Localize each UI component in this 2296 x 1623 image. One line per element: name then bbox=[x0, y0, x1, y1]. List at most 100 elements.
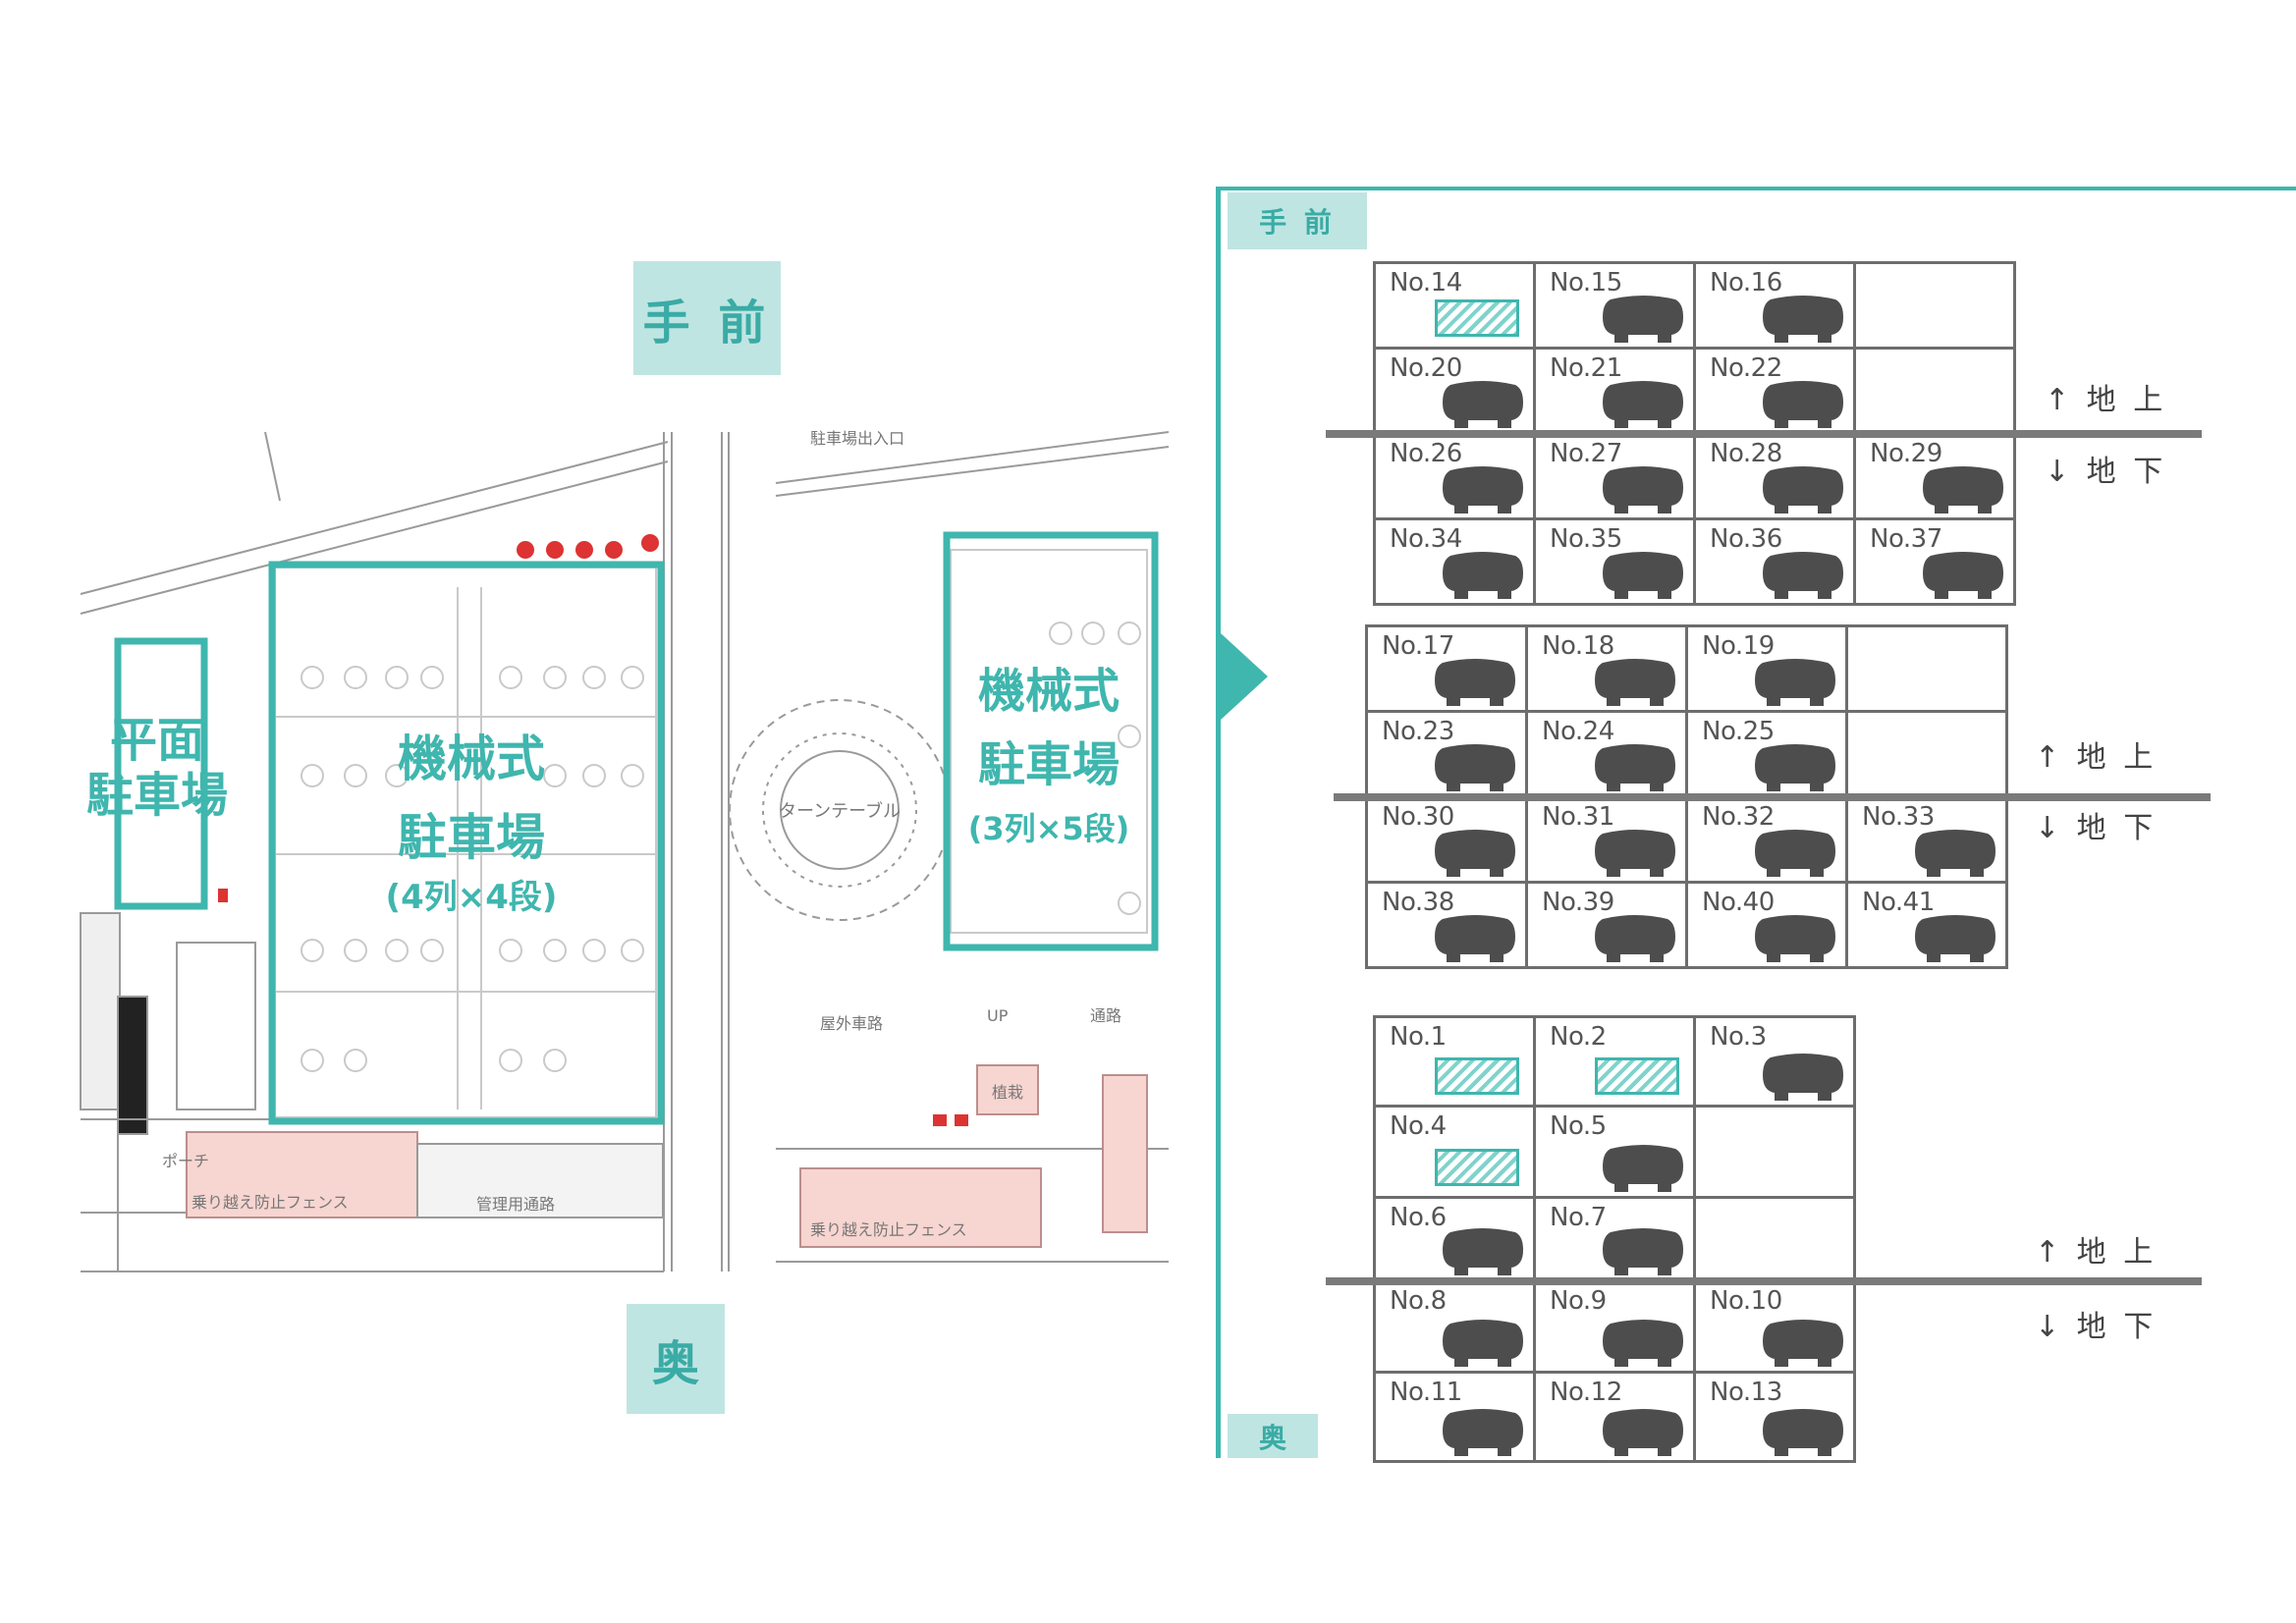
parking-space[interactable]: No.1 bbox=[1373, 1015, 1536, 1108]
mech-b-sub: 駐車場 bbox=[978, 737, 1120, 792]
space-number: No.3 bbox=[1710, 1022, 1767, 1052]
mech-parking-a-slots bbox=[301, 666, 644, 1072]
planting-label: 植栽 bbox=[992, 1083, 1023, 1102]
plan-left-drawing bbox=[80, 431, 673, 1272]
car-icon bbox=[1763, 381, 1843, 428]
parking-space[interactable]: No.3 bbox=[1693, 1015, 1856, 1108]
parking-space[interactable]: No.25 bbox=[1685, 710, 1848, 798]
parking-space[interactable]: No.22 bbox=[1693, 347, 1856, 435]
mech-b-title: 機械式 bbox=[978, 664, 1120, 719]
parking-space[interactable]: No.19 bbox=[1685, 624, 1848, 713]
parking-space[interactable]: No.35 bbox=[1533, 517, 1696, 606]
parking-space[interactable]: No.2 bbox=[1533, 1015, 1696, 1108]
space-number: No.39 bbox=[1542, 888, 1614, 917]
car-icon bbox=[1923, 552, 2003, 599]
parking-space[interactable]: No.20 bbox=[1373, 347, 1536, 435]
parking-row: No.30 No.31 No.32 No.33 bbox=[1365, 795, 2008, 884]
empty-cell bbox=[1853, 347, 2016, 435]
space-number: No.21 bbox=[1550, 353, 1622, 383]
empty-cell bbox=[1845, 624, 2008, 713]
space-number: No.33 bbox=[1862, 802, 1935, 832]
mech-a-size: (4列×4段) bbox=[386, 878, 558, 917]
parking-space[interactable]: No.31 bbox=[1525, 795, 1688, 884]
parking-space[interactable]: No.11 bbox=[1373, 1371, 1536, 1463]
planting-dots bbox=[517, 534, 659, 559]
parking-space[interactable]: No.10 bbox=[1693, 1279, 1856, 1374]
space-number: No.35 bbox=[1550, 524, 1622, 554]
car-icon bbox=[1603, 466, 1683, 514]
space-number: No.19 bbox=[1702, 631, 1775, 661]
ground-level-line bbox=[1326, 430, 2202, 438]
space-number: No.5 bbox=[1550, 1111, 1607, 1141]
space-number: No.22 bbox=[1710, 353, 1782, 383]
car-icon bbox=[1603, 552, 1683, 599]
car-icon bbox=[1755, 659, 1835, 706]
below-ground-label: ↓ 地 下 bbox=[2035, 1310, 2158, 1344]
car-icon bbox=[1755, 744, 1835, 791]
parking-row: No.20 No.21 No.22 bbox=[1373, 347, 2016, 435]
parking-space[interactable]: No.24 bbox=[1525, 710, 1688, 798]
parking-space[interactable]: No.30 bbox=[1365, 795, 1528, 884]
parking-space[interactable]: No.33 bbox=[1845, 795, 2008, 884]
parking-space[interactable]: No.26 bbox=[1373, 432, 1536, 520]
parking-space[interactable]: No.15 bbox=[1533, 261, 1696, 350]
parking-space[interactable]: No.16 bbox=[1693, 261, 1856, 350]
parking-space[interactable]: No.23 bbox=[1365, 710, 1528, 798]
parking-space[interactable]: No.7 bbox=[1533, 1196, 1696, 1282]
space-number: No.26 bbox=[1390, 439, 1462, 468]
parking-space[interactable]: No.17 bbox=[1365, 624, 1528, 713]
parking-space[interactable]: No.36 bbox=[1693, 517, 1856, 606]
car-icon bbox=[1435, 830, 1515, 877]
parking-row: No.17 No.18 No.19 bbox=[1365, 624, 2008, 713]
parking-space[interactable]: No.40 bbox=[1685, 881, 1848, 969]
space-number: No.18 bbox=[1542, 631, 1614, 661]
parking-space[interactable]: No.37 bbox=[1853, 517, 2016, 606]
car-icon bbox=[1595, 915, 1675, 962]
parking-space[interactable]: No.6 bbox=[1373, 1196, 1536, 1282]
parking-space[interactable]: No.9 bbox=[1533, 1279, 1696, 1374]
car-icon bbox=[1603, 1228, 1683, 1275]
above-ground-label: ↑ 地 上 bbox=[2035, 1235, 2158, 1270]
fence-label-a: 乗り越え防止フェンス bbox=[191, 1193, 349, 1212]
parking-space[interactable]: No.27 bbox=[1533, 432, 1696, 520]
porch-label: ポーチ bbox=[162, 1152, 209, 1170]
parking-space[interactable]: No.14 bbox=[1373, 261, 1536, 350]
space-number: No.40 bbox=[1702, 888, 1775, 917]
parking-space[interactable]: No.8 bbox=[1373, 1279, 1536, 1374]
space-number: No.4 bbox=[1390, 1111, 1447, 1141]
parking-space[interactable]: No.21 bbox=[1533, 347, 1696, 435]
ground-level-line bbox=[1334, 793, 2211, 801]
below-ground-label: ↓ 地 下 bbox=[2035, 811, 2158, 845]
parking-space[interactable]: No.41 bbox=[1845, 881, 2008, 969]
car-icon bbox=[1923, 466, 2003, 514]
space-number: No.15 bbox=[1550, 268, 1622, 298]
car-icon bbox=[1755, 915, 1835, 962]
space-number: No.32 bbox=[1702, 802, 1775, 832]
back-label-left: 奥 bbox=[627, 1304, 725, 1414]
mech-a-title: 機械式 bbox=[398, 730, 545, 787]
parking-space[interactable]: No.28 bbox=[1693, 432, 1856, 520]
parking-space[interactable]: No.4 bbox=[1373, 1105, 1536, 1199]
parking-space[interactable]: No.32 bbox=[1685, 795, 1848, 884]
parking-space[interactable]: No.38 bbox=[1365, 881, 1528, 969]
car-icon bbox=[1435, 659, 1515, 706]
parking-space[interactable]: No.29 bbox=[1853, 432, 2016, 520]
parking-space[interactable]: No.13 bbox=[1693, 1371, 1856, 1463]
space-number: No.2 bbox=[1550, 1022, 1607, 1052]
back-label-right: 奥 bbox=[1228, 1414, 1318, 1458]
parking-space[interactable]: No.5 bbox=[1533, 1105, 1696, 1199]
parking-space[interactable]: No.18 bbox=[1525, 624, 1688, 713]
space-number: No.30 bbox=[1382, 802, 1454, 832]
parking-space[interactable]: No.34 bbox=[1373, 517, 1536, 606]
parking-space[interactable]: No.12 bbox=[1533, 1371, 1696, 1463]
parking-row: No.14 No.15 No.16 bbox=[1373, 261, 2016, 350]
car-icon bbox=[1603, 296, 1683, 343]
car-icon bbox=[1443, 381, 1523, 428]
parking-space[interactable]: No.39 bbox=[1525, 881, 1688, 969]
